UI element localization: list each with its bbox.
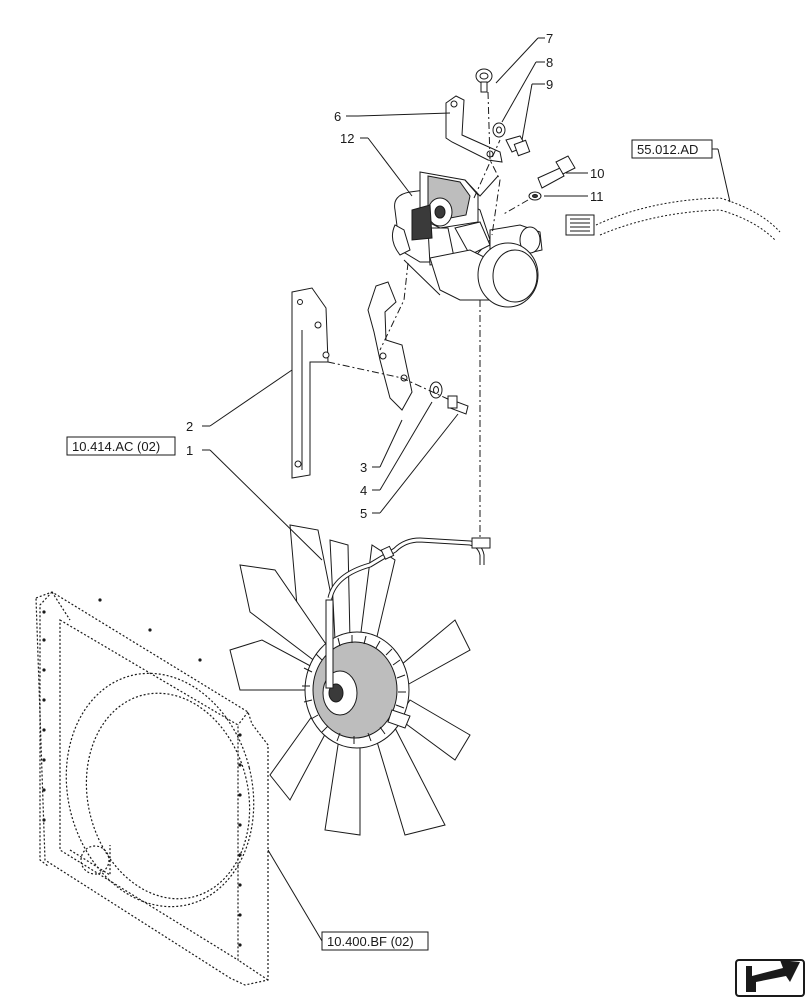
hardware-7	[475, 68, 493, 93]
callout-leaders	[202, 37, 731, 942]
callout-12: 12	[340, 131, 354, 146]
callout-8: 8	[546, 55, 553, 70]
callout-7: 7	[546, 31, 553, 46]
alignment-centerlines	[327, 91, 529, 540]
ref-shroud-label: 10.400.BF (02)	[327, 934, 414, 949]
bolt-5	[447, 395, 469, 415]
ref-harness-link[interactable]: 55.012.AD	[631, 139, 713, 159]
ref-mount-link[interactable]: 10.414.AC (02)	[66, 436, 176, 456]
bracket-6	[445, 95, 503, 163]
cooling-fan	[229, 524, 471, 836]
ref-shroud-link[interactable]: 10.400.BF (02)	[321, 931, 429, 951]
harness-connector	[565, 214, 595, 236]
sensor-hose	[327, 537, 491, 599]
callout-5: 5	[360, 506, 367, 521]
bolt-10	[537, 155, 576, 189]
washer-4	[429, 381, 443, 399]
fan-shroud	[35, 591, 269, 986]
navigation-arrow-icon[interactable]	[735, 959, 805, 997]
callout-9: 9	[546, 77, 553, 92]
callout-10: 10	[590, 166, 604, 181]
wire-harness	[565, 197, 781, 241]
callout-3: 3	[360, 460, 367, 475]
bolt-9	[505, 135, 531, 157]
callout-2: 2	[186, 419, 193, 434]
mount-plate-2	[291, 287, 330, 479]
ref-mount-label: 10.414.AC (02)	[72, 439, 160, 454]
fan-clutch-actuator	[391, 171, 543, 308]
callout-1: 1	[186, 443, 193, 458]
callout-6: 6	[334, 109, 341, 124]
bracket-3	[367, 281, 413, 411]
callout-labels: 1 2 3 4 5 6 7 8 9 10 11 12	[186, 31, 604, 521]
washer-11	[528, 191, 542, 201]
callout-4: 4	[360, 483, 367, 498]
ref-harness-label: 55.012.AD	[637, 142, 698, 157]
callout-11: 11	[590, 189, 604, 204]
washer-8	[492, 122, 506, 138]
